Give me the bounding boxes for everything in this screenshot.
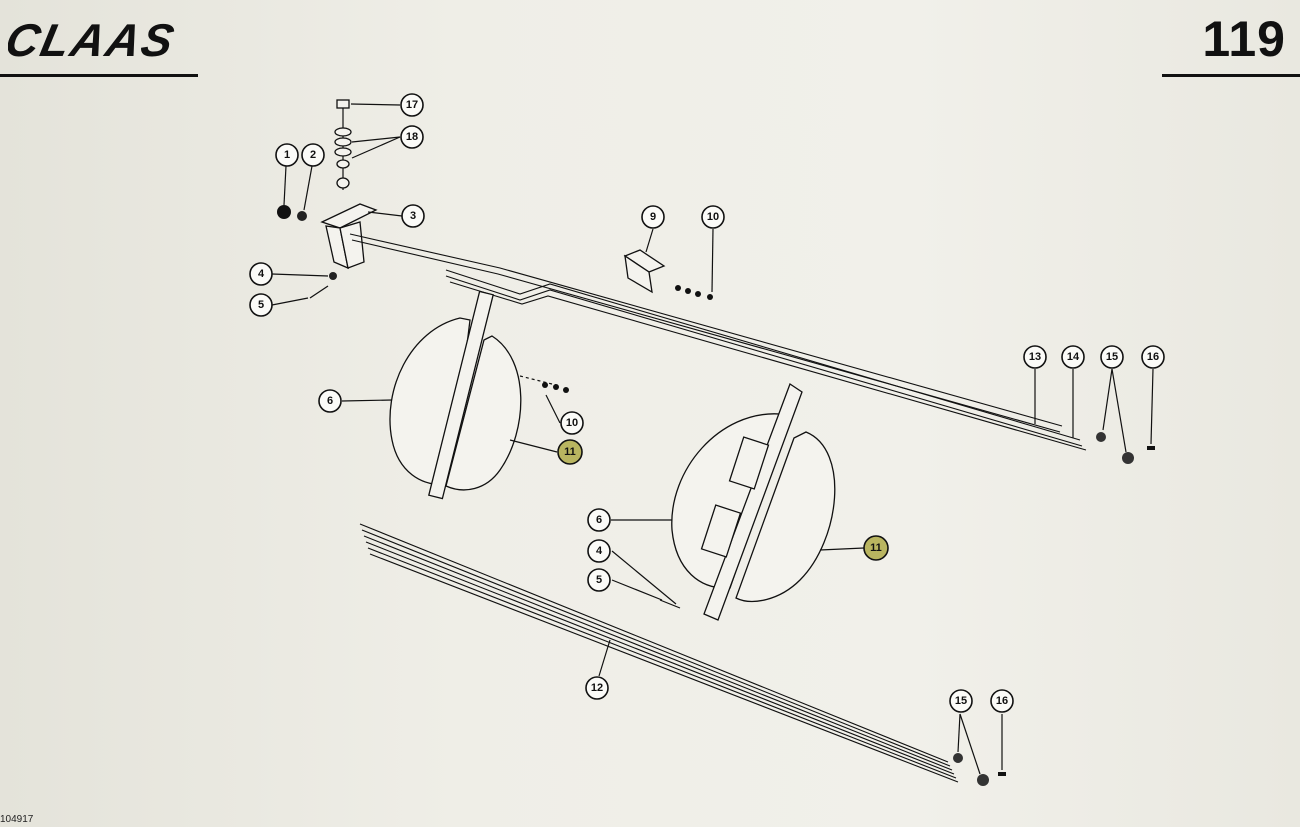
callout-4-lower-label: 4 (596, 545, 603, 557)
mounting-bracket (320, 203, 378, 270)
callout-18-label: 18 (406, 131, 418, 143)
callout-17: 17 (400, 93, 424, 117)
callout-18: 18 (400, 125, 424, 149)
callout-5-lower-label: 5 (596, 574, 602, 586)
leader-lines (271, 103, 1154, 775)
callout-9: 9 (641, 205, 665, 229)
callout-10-top: 10 (701, 205, 725, 229)
callout-16-upper-label: 16 (1147, 351, 1159, 363)
callout-2-label: 2 (310, 149, 316, 161)
callout-3: 3 (401, 204, 425, 228)
callout-15-lower: 15 (949, 689, 973, 713)
drawing-code: 104917 (0, 814, 34, 825)
callout-4-upper-label: 4 (258, 268, 265, 280)
callout-6-lower-label: 6 (596, 514, 602, 526)
lower-rod-bundle (359, 523, 959, 783)
callout-5-lower: 5 (587, 568, 611, 592)
header-rule-left (0, 74, 198, 77)
callout-4-lower: 4 (587, 539, 611, 563)
callout-11-lower: 11 (863, 535, 889, 561)
callout-14: 14 (1061, 345, 1085, 369)
claas-logo: CLAAS (8, 14, 180, 64)
page-number: 119 (1202, 11, 1286, 67)
callout-10-mid: 10 (560, 411, 584, 435)
callout-14-label: 14 (1067, 351, 1080, 363)
callout-10-mid-label: 10 (566, 417, 578, 429)
end-fittings-upper (1096, 432, 1155, 464)
right-disc-assembly (659, 383, 836, 621)
callout-6-upper-label: 6 (327, 395, 333, 407)
callout-15-upper: 15 (1100, 345, 1124, 369)
callout-4-upper: 4 (249, 262, 273, 286)
callout-3-label: 3 (410, 210, 416, 222)
callout-13: 13 (1023, 345, 1047, 369)
bolt-stack (334, 99, 352, 190)
callout-16-upper: 16 (1141, 345, 1165, 369)
callout-12: 12 (585, 676, 609, 700)
end-fittings-lower (953, 753, 1006, 786)
callout-6-upper: 6 (318, 389, 342, 413)
part-1-nut (277, 205, 291, 219)
header-rule-right (1162, 74, 1300, 77)
clamp-part-9 (623, 249, 713, 300)
callout-6-lower: 6 (587, 508, 611, 532)
callout-9-label: 9 (650, 211, 656, 223)
callout-10-top-label: 10 (707, 211, 719, 223)
callout-2: 2 (301, 143, 325, 167)
callout-1-label: 1 (284, 149, 290, 161)
callout-13-label: 13 (1029, 351, 1041, 363)
callout-11-lower-label: 11 (870, 542, 882, 554)
callout-12-label: 12 (591, 682, 603, 694)
callout-16-lower-label: 16 (996, 695, 1008, 707)
long-rod-assembly (349, 233, 1087, 451)
callout-5-upper-label: 5 (258, 299, 264, 311)
svg-text:CLAAS: CLAAS (8, 14, 180, 64)
part-2-washer (297, 211, 307, 221)
callout-11-upper: 11 (557, 439, 583, 465)
callout-15-upper-label: 15 (1106, 351, 1118, 363)
part-4-5-fasteners-upper (309, 272, 337, 299)
callout-17-label: 17 (406, 99, 418, 111)
callout-11-upper-label: 11 (564, 446, 576, 458)
callout-16-lower: 16 (990, 689, 1014, 713)
callout-15-lower-label: 15 (955, 695, 967, 707)
left-disc-assembly (389, 290, 569, 500)
callout-5-upper: 5 (249, 293, 273, 317)
callout-1: 1 (275, 143, 299, 167)
